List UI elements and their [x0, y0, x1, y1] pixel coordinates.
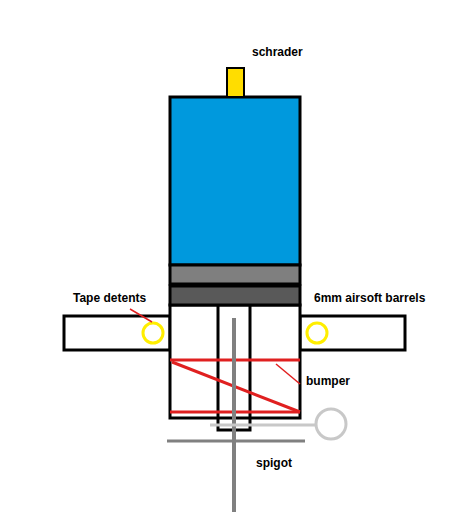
tape-detent [143, 323, 163, 343]
part-label: Tape detents [73, 291, 146, 305]
leader-line [276, 364, 300, 384]
part-label: 6mm airsoft barrels [314, 291, 425, 305]
spigot-bar [167, 440, 305, 443]
leader-line [130, 309, 152, 322]
schrader-valve [227, 68, 244, 97]
left-barrel [64, 316, 170, 350]
spigot-handle [210, 424, 316, 427]
spigot-knob [316, 409, 346, 439]
part-label: bumper [306, 374, 350, 388]
grey-band [170, 286, 300, 305]
part-label: spigot [256, 456, 292, 470]
part-label: schrader [252, 45, 303, 59]
right-barrel [300, 316, 405, 350]
spigot-rod [232, 318, 236, 512]
air-tank [170, 97, 300, 265]
tape-detent [307, 323, 327, 343]
grey-band [170, 265, 300, 284]
